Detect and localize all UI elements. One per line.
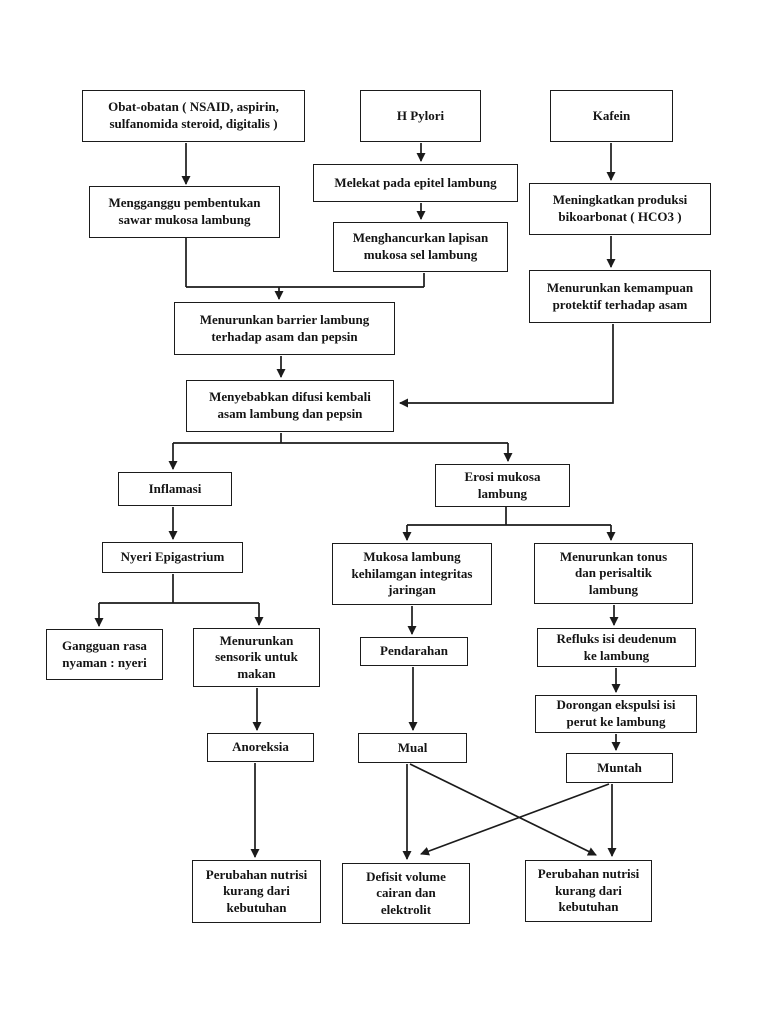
node-mukosa-integritas: Mukosa lambung kehilamgan integritas jar…: [332, 543, 492, 605]
node-menurunkan-sensorik: Menurunkan sensorik untuk makan: [193, 628, 320, 687]
node-difusi-kembali: Menyebabkan difusi kembali asam lambung …: [186, 380, 394, 432]
node-nutrisi-kanan: Perubahan nutrisi kurang dari kebutuhan: [525, 860, 652, 922]
node-kafein: Kafein: [550, 90, 673, 142]
node-melekat-epitel: Melekat pada epitel lambung: [313, 164, 518, 202]
node-erosi-mukosa: Erosi mukosa lambung: [435, 464, 570, 507]
node-gangguan-rasa: Gangguan rasa nyaman : nyeri: [46, 629, 163, 680]
node-muntah: Muntah: [566, 753, 673, 783]
node-menurunkan-kemampuan: Menurunkan kemampuan protektif terhadap …: [529, 270, 711, 323]
node-mual: Mual: [358, 733, 467, 763]
node-dorongan-ekspulsi: Dorongan ekspulsi isi perut ke lambung: [535, 695, 697, 733]
node-menurunkan-tonus: Menurunkan tonus dan perisaltik lambung: [534, 543, 693, 604]
connector-muntah-to-defisit: [420, 783, 610, 856]
node-meningkatkan-produksi: Meningkatkan produksi bikoarbonat ( HCO3…: [529, 183, 711, 235]
connector-nyeri-split: [99, 574, 259, 604]
connector-erosi-split: [407, 507, 611, 526]
node-nyeri-epigastrium: Nyeri Epigastrium: [102, 542, 243, 573]
connector-kemampuan-to-difusi: [399, 324, 614, 408]
node-obat-obatan: Obat-obatan ( NSAID, aspirin, sulfanomid…: [82, 90, 305, 142]
node-refluks: Refluks isi deudenum ke lambung: [537, 628, 696, 667]
node-anoreksia: Anoreksia: [207, 733, 314, 762]
node-defisit-volume: Defisit volume cairan dan elektrolit: [342, 863, 470, 924]
node-pendarahan: Pendarahan: [360, 637, 468, 666]
node-h-pylori: H Pylori: [360, 90, 481, 142]
node-menurunkan-barrier: Menurunkan barrier lambung terhadap asam…: [174, 302, 395, 355]
node-nutrisi-kiri: Perubahan nutrisi kurang dari kebutuhan: [192, 860, 321, 923]
node-mengganggu-sawar: Mengganggu pembentukan sawar mukosa lamb…: [89, 186, 280, 238]
connector-difusi-split: [173, 433, 508, 444]
node-menghancurkan-lapisan: Menghancurkan lapisan mukosa sel lambung: [333, 222, 508, 272]
node-inflamasi: Inflamasi: [118, 472, 232, 506]
